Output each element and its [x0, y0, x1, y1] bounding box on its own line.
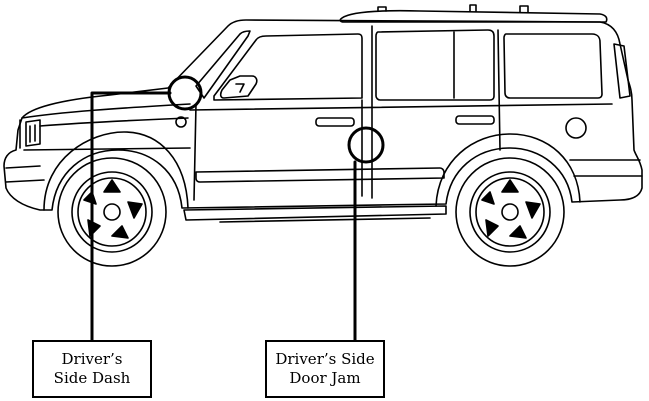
door-callout [347, 126, 385, 342]
front-window [213, 33, 363, 101]
door-seam-front [193, 103, 197, 201]
front-door-handle [315, 117, 355, 127]
dash-label-box: Driver’s Side Dash [32, 340, 152, 398]
door-label-line2: Door Jam [289, 369, 361, 387]
door-label-line1: Driver’s Side [275, 350, 375, 368]
cargo-window [503, 33, 603, 99]
front-end [5, 119, 45, 183]
rear-window [375, 29, 495, 101]
body-outline [3, 19, 643, 211]
front-wheel [57, 157, 167, 267]
door-seam-rear [497, 29, 501, 151]
door-marker-circle [347, 126, 385, 164]
fuel-door [565, 117, 587, 139]
roof-rack [339, 4, 608, 23]
suv-illustration [3, 4, 643, 267]
dash-label-line1: Driver’s [61, 350, 123, 368]
rear-door-handle [455, 115, 495, 125]
door-label-box: Driver’s Side Door Jam [265, 340, 385, 398]
dash-label-line2: Side Dash [53, 369, 131, 387]
windshield [195, 30, 251, 99]
dash-leader-line [90, 91, 172, 342]
rear-wheel [455, 157, 565, 267]
side-mirror [219, 75, 258, 99]
dash-callout [90, 75, 203, 342]
